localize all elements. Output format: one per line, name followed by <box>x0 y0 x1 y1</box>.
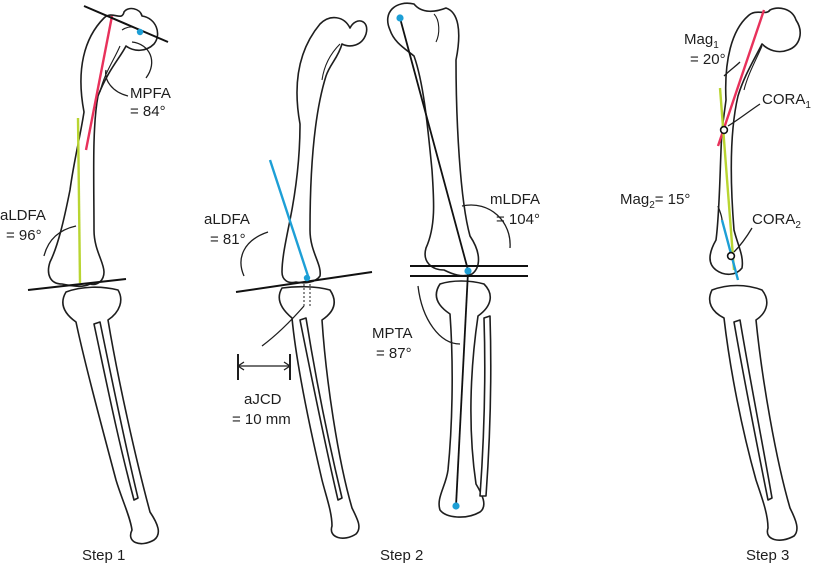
step2-mldfa-value: = 104° <box>496 211 540 228</box>
step1-panel: MPFA = 84° aLDFA = 96° Step 1 <box>0 5 171 564</box>
step3-cora1-pointer <box>727 103 761 127</box>
step3-mag2-arc <box>717 205 723 221</box>
step2-ankle-center <box>452 502 460 510</box>
step1-femur <box>47 7 159 288</box>
step3-mag1-arc <box>723 61 741 77</box>
step2-mech-fibula <box>479 315 492 497</box>
step2-label: Step 2 <box>380 547 423 564</box>
step1-yellow-axis <box>76 117 82 284</box>
step2-joint-line <box>235 271 373 293</box>
step3-label: Step 3 <box>746 547 789 564</box>
step1-neck-line <box>83 5 169 43</box>
step2-aldfa-value: = 81° <box>210 231 246 248</box>
step2-mldfa-name: mLDFA <box>490 191 540 208</box>
step1-joint-line <box>27 278 127 291</box>
step2-mpta-name: MPTA <box>372 325 413 342</box>
step2-aldfa-arc <box>240 231 269 277</box>
step1-aldfa-value: = 96° <box>6 227 42 244</box>
step3-cora2-pointer <box>733 227 753 253</box>
step3-fibula <box>733 319 773 501</box>
step3-cora1-label: CORA1 <box>762 91 811 111</box>
step1-aldfa-arc <box>43 225 77 257</box>
step2-ajcd-value: = 10 mm <box>232 411 291 428</box>
step1-tibia <box>62 286 160 545</box>
step2-knee-center <box>464 267 472 275</box>
step2-femur <box>281 16 368 284</box>
step2-mpta-arc <box>417 285 461 345</box>
step1-mpfa-value: = 84° <box>130 103 166 120</box>
step1-aldfa-name: aLDFA <box>0 207 46 224</box>
step2-mldfa-arc <box>461 204 511 249</box>
step3-femur <box>709 7 801 276</box>
step2-mech-axis-femur <box>399 17 469 271</box>
step2-mech-axis-tibia <box>455 271 469 507</box>
step3-cora2-label: CORA2 <box>752 211 801 231</box>
step3-red-axis <box>716 9 766 147</box>
step2-blue-axis <box>268 159 310 277</box>
step1-mpfa-name: MPFA <box>130 85 171 102</box>
step3-mag2-label: Mag2= 15° <box>620 191 690 211</box>
step2-hip-center <box>396 14 404 22</box>
step2-fibula <box>299 317 343 501</box>
step3-yellow-axis <box>718 87 736 271</box>
step3-mag1-value: = 20° <box>690 51 726 68</box>
step3-mag1-label: Mag1 <box>684 31 719 51</box>
step2-right-panel: mLDFA = 104° MPTA = 87° Step 2 <box>372 2 540 564</box>
step3-panel: Mag1 = 20° CORA1 Mag2= 15° CORA2 Step 3 <box>620 7 811 564</box>
step2-mpta-value: = 87° <box>376 345 412 362</box>
step2-ajcd-name: aJCD <box>244 391 282 408</box>
step2-aldfa-name: aLDFA <box>204 211 250 228</box>
step1-fibula <box>93 321 139 501</box>
step1-red-axis <box>84 15 114 151</box>
step3-cora2-marker <box>726 251 736 261</box>
step2-ajcd-pointer <box>261 305 305 347</box>
step1-mpfa-arc <box>131 41 153 79</box>
step1-femoral-head-center <box>136 28 144 36</box>
step3-cora1-marker <box>719 125 729 135</box>
step3-blue-axis <box>720 219 740 281</box>
step2-mech-tibia <box>435 280 491 518</box>
step2-left-panel: aLDFA = 81° aJCD = 10 mm <box>204 16 373 539</box>
step2-joint-dot <box>303 274 311 282</box>
step1-label: Step 1 <box>82 547 125 564</box>
